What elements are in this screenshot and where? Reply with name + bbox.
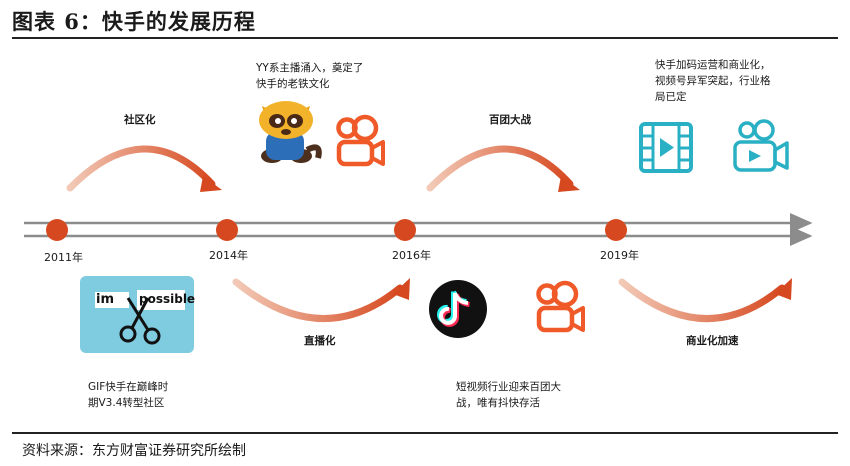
arc-hundred-groups	[426, 145, 574, 192]
milestone-dot-2014	[216, 219, 238, 241]
milestone-dot-2011	[46, 219, 68, 241]
phase-label-live: 直播化	[304, 335, 336, 347]
arc-commercial-head	[775, 278, 792, 300]
year-label-2016: 2016年	[392, 249, 431, 262]
kuaishou-logo-upper	[336, 114, 385, 167]
note-short-video-line-1: 短视频行业迎来百团大	[456, 381, 561, 393]
note-commercial-line-2: 视频号异军突起，行业格	[655, 75, 771, 87]
impossible-logo-text-left: im	[96, 292, 115, 307]
note-commercial-line-1: 快手加码运营和商业化，	[655, 59, 771, 71]
bottom-divider	[12, 432, 838, 434]
arc-community	[66, 145, 216, 192]
tiktok-logo	[429, 280, 487, 338]
note-short-video: 短视频行业迎来百团大 战，唯有抖快存活	[456, 379, 561, 411]
note-commercial-line-3: 局已定	[655, 91, 687, 103]
phase-label-community: 社区化	[124, 114, 156, 126]
note-yy: YY系主播涌入，奠定了 快手的老铁文化	[256, 60, 363, 92]
year-label-2011: 2011年	[44, 251, 83, 264]
arc-live	[232, 278, 404, 322]
note-yy-line-2: 快手的老铁文化	[256, 78, 330, 90]
page-title: 图表 6：快手的发展历程	[12, 9, 256, 34]
note-gif-line-2: 期V3.4转型社区	[88, 397, 165, 409]
year-label-2019: 2019年	[600, 249, 639, 262]
source-note: 资料来源：东方财富证券研究所绘制	[22, 443, 246, 459]
note-yy-line-1: YY系主播涌入，奠定了	[256, 62, 364, 74]
arc-community-head	[200, 176, 222, 192]
milestone-dot-2016	[394, 219, 416, 241]
phase-label-commercial: 商业化加速	[686, 335, 739, 347]
note-gif-line-1: GIF快手在巅峰时	[88, 381, 169, 393]
note-gif: GIF快手在巅峰时 期V3.4转型社区	[88, 379, 168, 411]
impossible-logo	[80, 276, 194, 353]
phase-label-hundred-groups: 百团大战	[489, 114, 531, 126]
arc-live-head	[393, 278, 410, 300]
arc-commercial	[618, 278, 786, 322]
video-film-icon	[639, 122, 693, 173]
note-short-video-line-2: 战，唯有抖快存活	[456, 397, 540, 409]
arc-hundred-groups-head	[558, 176, 580, 192]
top-divider	[12, 37, 838, 39]
video-camera-icon	[733, 119, 789, 172]
yy-raccoon-logo	[259, 101, 322, 163]
year-label-2014: 2014年	[209, 249, 248, 262]
note-commercial: 快手加码运营和商业化， 视频号异军突起，行业格 局已定	[655, 57, 771, 105]
impossible-logo-text-right: possible	[139, 292, 196, 306]
milestone-dot-2019	[605, 219, 627, 241]
kuaishou-logo-lower	[536, 280, 585, 333]
